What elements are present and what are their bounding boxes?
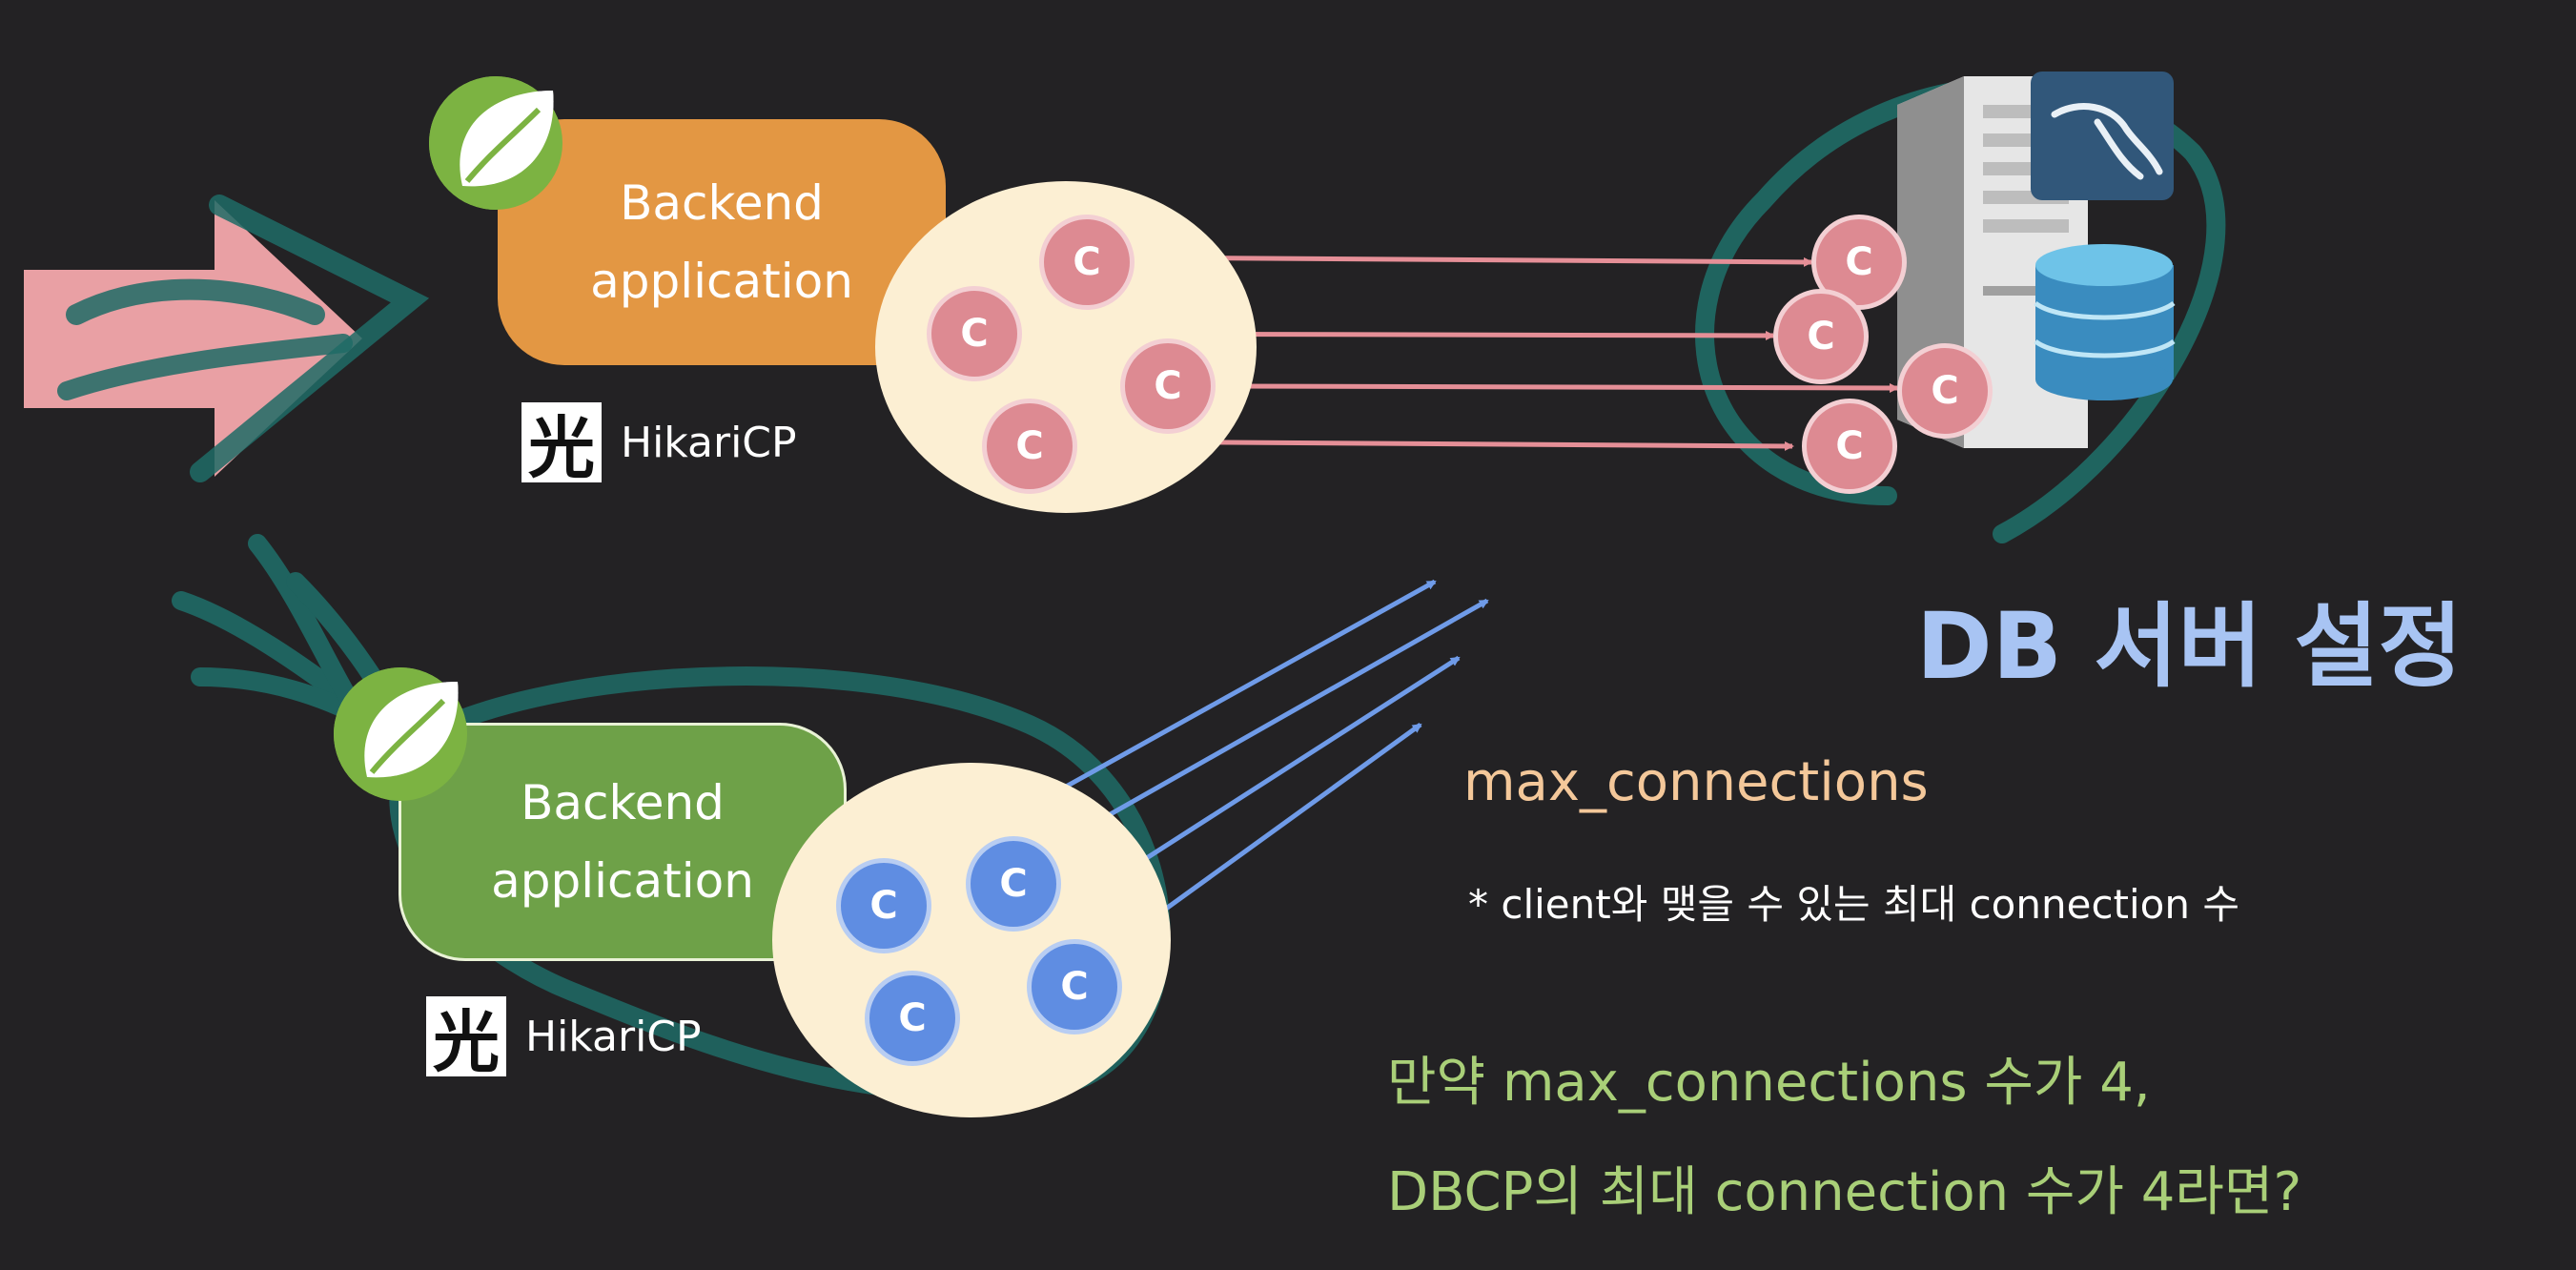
lower-hikaricp-text: HikariCP	[525, 1012, 702, 1061]
upper-hikaricp-text: HikariCP	[621, 418, 797, 467]
lower-pool-connection-4: C	[1027, 939, 1122, 1034]
question-line-1: 만약 max_connections 수가 4,	[1387, 1052, 2151, 1114]
upper-pool-connection-4: C	[982, 399, 1077, 494]
upper-pool-connection-2: C	[927, 286, 1022, 381]
max-connections-description: * client와 맺을 수 있는 최대 connection 수	[1468, 881, 2239, 928]
db-connection-4: C	[1802, 399, 1897, 494]
upper-app-label-line1: Backend	[620, 175, 824, 231]
db-server-settings-title: DB 서버 설정	[1916, 593, 2463, 700]
request-arrow-icon	[24, 195, 430, 482]
db-connection-3: C	[1897, 343, 1993, 439]
mysql-dolphin-icon	[2031, 72, 2174, 200]
upper-app-label-line2: application	[590, 254, 853, 309]
lower-app-label-line2: application	[491, 853, 754, 909]
db-connection-2: C	[1773, 289, 1869, 384]
max-connections-label: max_connections	[1463, 751, 1929, 813]
lower-pool-connection-2: C	[966, 836, 1061, 932]
upper-pool-connection-1: C	[1039, 215, 1135, 310]
lower-pool-connection-1: C	[836, 858, 931, 953]
lower-pool-connection-3: C	[865, 971, 960, 1066]
hikari-logo-icon-lower: 光	[426, 996, 506, 1081]
lower-app-label-line1: Backend	[521, 775, 725, 830]
upper-pool-connection-3: C	[1120, 338, 1216, 434]
hikari-logo-icon: 光	[521, 402, 602, 487]
db-connection-1: C	[1811, 215, 1907, 310]
lower-hikaricp-label: 光 HikariCP	[426, 996, 702, 1081]
question-line-2: DBCP의 최대 connection 수가 4라면?	[1387, 1161, 2302, 1223]
lower-connection-pool	[772, 763, 1171, 1117]
database-cylinder-icon	[2034, 244, 2176, 400]
upper-backend-application: Backend application	[498, 119, 946, 365]
upper-hikaricp-label: 光 HikariCP	[521, 402, 797, 487]
lower-backend-application: Backend application	[399, 723, 847, 961]
